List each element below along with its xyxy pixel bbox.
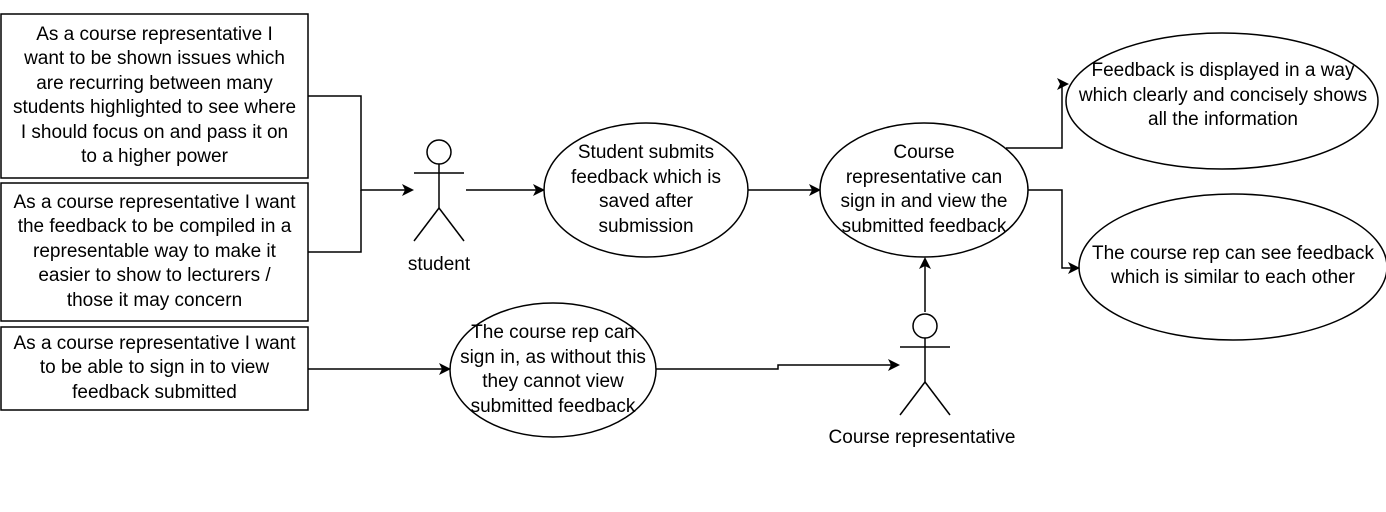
connector-story2-student: [308, 190, 362, 253]
student-actor-icon: [413, 139, 465, 242]
course-rep-label: Course representative: [828, 427, 1016, 448]
use-case-signin-text: The course rep can sign in, as without t…: [460, 322, 646, 417]
story-box-2-text: As a course representative I want the fe…: [13, 191, 296, 311]
story-box-1: [0, 13, 309, 179]
course-rep-actor-icon: [899, 313, 951, 416]
student-label: student: [407, 254, 471, 275]
connector-view-displayed: [1006, 78, 1069, 149]
connector-story1-student: [308, 95, 414, 196]
use-case-submit-text: Student submits feedback which is saved …: [571, 142, 721, 237]
use-case-similar-text: The course rep can see feedback which is…: [1091, 242, 1374, 289]
story-box-2: [0, 182, 309, 322]
connector-signin-rep: [656, 359, 900, 371]
use-case-view-text: Course representative can sign in and vi…: [840, 142, 1008, 237]
story-box-3-text: As a course representative I want to be …: [13, 332, 296, 403]
use-case-displayed: [1065, 32, 1379, 170]
story-box-1-text: As a course representative I want to be …: [12, 23, 297, 168]
use-case-displayed-text: Feedback is displayed in a way which cle…: [1078, 60, 1368, 131]
story-box-3: [0, 326, 309, 411]
connector-view-similar: [1028, 189, 1080, 274]
